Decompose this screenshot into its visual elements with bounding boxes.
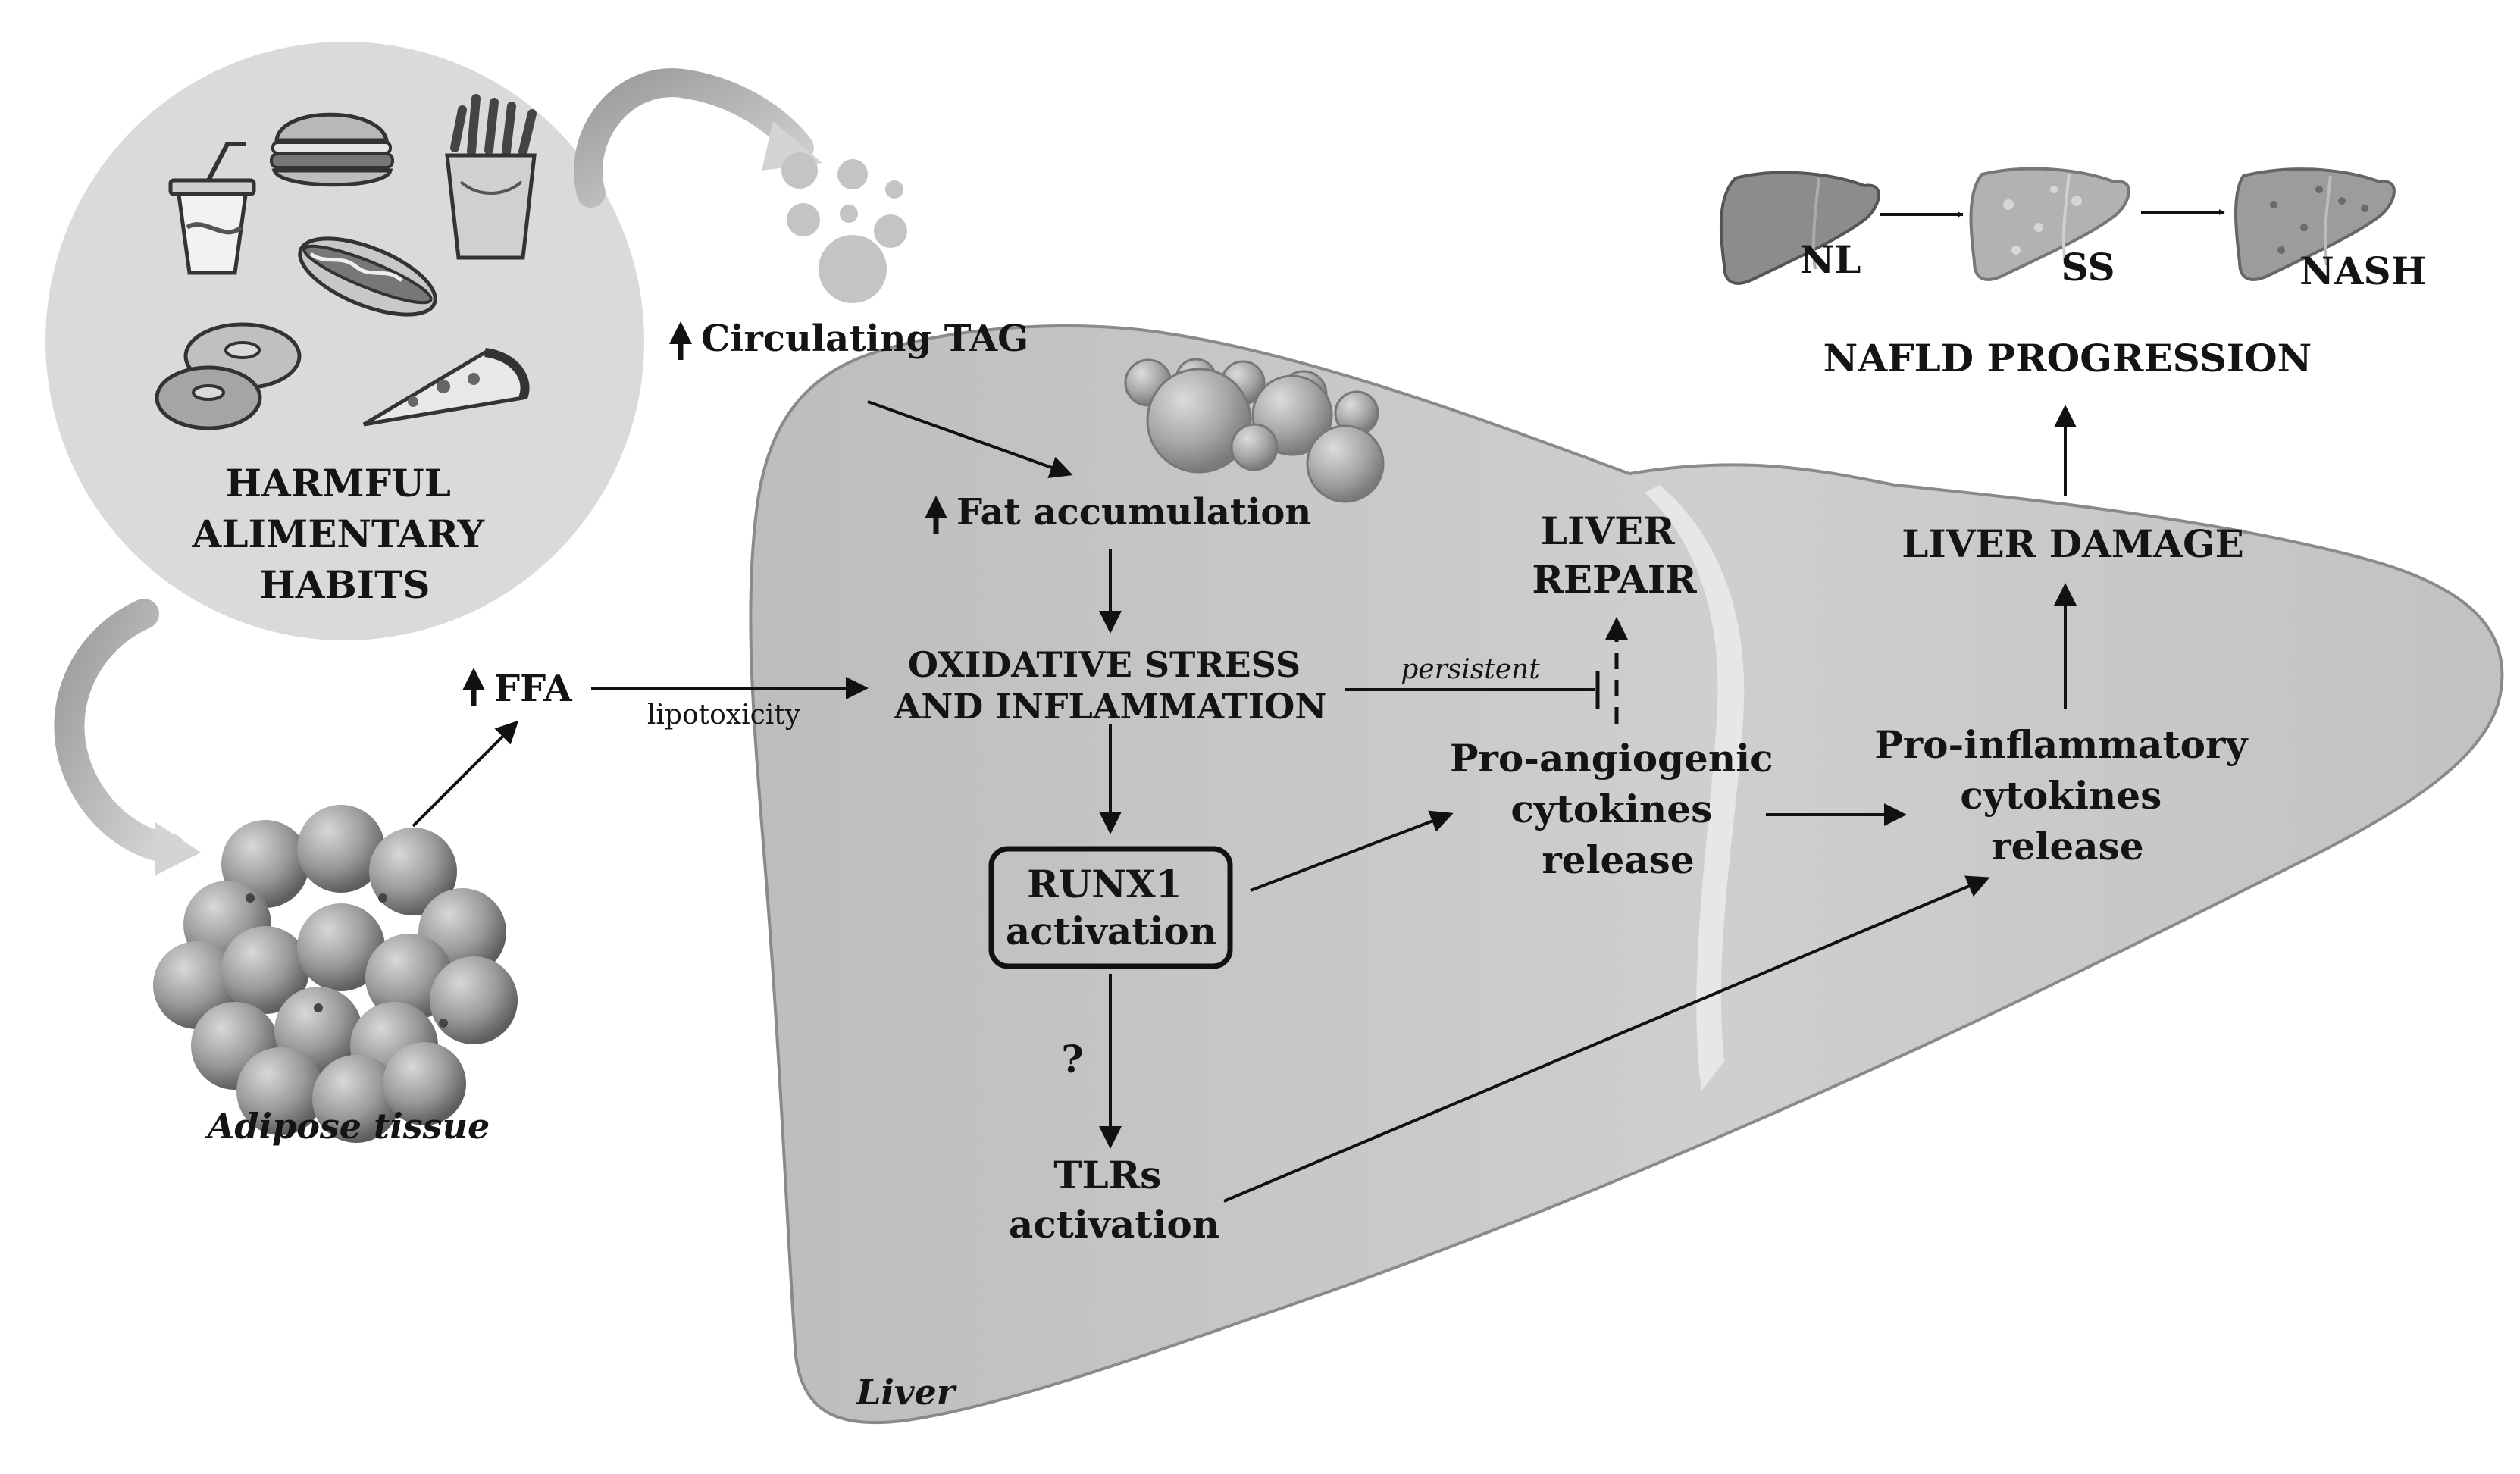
oxidative-stress-label: OXIDATIVE STRESS AND INFLAMMATION — [894, 644, 1327, 727]
pro-angiogenic-label: Pro-angiogenic cytokines release — [1450, 736, 1786, 882]
question-mark-label: ? — [1061, 1037, 1083, 1081]
stage-nash-label: NASH — [2299, 249, 2427, 293]
fries-icon — [445, 94, 537, 260]
arrow-runx1-to-proangiogenic — [1250, 810, 1454, 892]
liver-damage-label: LIVER DAMAGE — [1902, 521, 2244, 566]
connectors — [412, 209, 2225, 1203]
hotdog-icon — [298, 236, 437, 317]
stage-ss-label: SS — [2061, 245, 2115, 289]
stage-nl-label: NL — [1800, 237, 1861, 282]
adipose-tissue-icon — [153, 805, 518, 1143]
lipotoxicity-label: lipotoxicity — [647, 699, 801, 731]
adipose-tissue-label: Adipose tissue — [205, 1106, 490, 1147]
arrow-tlrs-to-proinflammatory — [1223, 875, 1990, 1203]
increase-arrow-icons — [462, 321, 947, 706]
fat-accumulation-label: Fat accumulation — [956, 491, 1311, 534]
arrow-adipose-to-ffa — [412, 720, 519, 828]
liver-fat-droplets-icon — [1124, 358, 1385, 503]
arrow-tag-to-fat — [867, 400, 1073, 479]
burger-icon — [270, 112, 394, 187]
liver-repair-label: LIVER REPAIR — [1532, 509, 1697, 602]
food-to-adipose-swoosh — [54, 599, 201, 875]
harmful-alimentary-habits-label: HARMFUL ALIMENTARY HABITS — [192, 461, 498, 607]
ffa-label: FFA — [494, 668, 572, 710]
pro-inflammatory-label: Pro-inflammatory cytokines release — [1874, 722, 2261, 868]
runx1-box — [988, 846, 1233, 969]
nafld-progression-label: NAFLD PROGRESSION — [1823, 336, 2312, 380]
liver-label: Liver — [855, 1372, 958, 1413]
soda-cup-icon — [168, 142, 256, 275]
normal-liver-icon — [1719, 171, 1880, 285]
runx1-activation-label: RUNX1 activation — [1006, 862, 1216, 953]
donut-icon — [155, 322, 302, 430]
circulating-tag-label: Circulating TAG — [701, 318, 1028, 360]
tlrs-activation-label: TLRs activation — [1009, 1153, 1219, 1247]
persistent-label: persistent — [1401, 654, 1540, 685]
circulating-tag-droplets-icon — [781, 152, 907, 303]
simple-steatosis-liver-icon — [1969, 167, 2130, 281]
pizza-icon — [362, 348, 530, 427]
nash-liver-icon — [2234, 167, 2396, 281]
